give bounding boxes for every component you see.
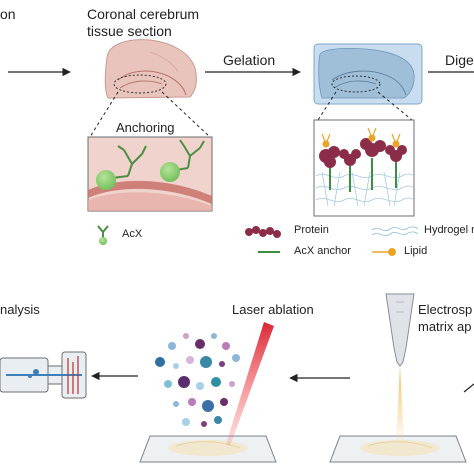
legend-hydrogel-icon [371, 226, 419, 237]
legend-hydrogel-label: Hydrogel netw [424, 224, 474, 236]
laser-ablation-label: Laser ablation [232, 302, 314, 317]
electrospray-needle [385, 293, 415, 367]
anchoring-box [87, 136, 213, 212]
laser-beam [226, 322, 274, 446]
arrow-from-right [463, 383, 474, 393]
mass-spectrometer-icon [0, 351, 87, 399]
gelation-label: Gelation [223, 52, 276, 68]
acx-molecule-right [160, 139, 205, 182]
acx-legend-icon [97, 225, 109, 245]
left-step-label: on [0, 6, 16, 22]
tissue-section-title-line2: tissue section [87, 23, 172, 39]
anchoring-zoom-region [113, 74, 167, 94]
legend-lipid-label: Lipid [404, 245, 428, 257]
legend-lipid-icon [372, 248, 396, 256]
zoom-line-gel-right [377, 91, 413, 121]
laser-ablation-graphic [139, 322, 277, 463]
lipid-cluster [321, 127, 401, 148]
legend-protein-icon [245, 226, 281, 238]
protein-cluster [319, 138, 407, 168]
electrospray-graphic [329, 293, 467, 463]
tissue-section-title-line1: Coronal cerebrum [87, 6, 200, 22]
ablated-particles [155, 333, 240, 427]
tissue-section-graphic [104, 39, 197, 99]
acx-molecule-left [96, 145, 147, 190]
spray-plume [396, 366, 404, 440]
legend-acx-anchor-label: AcX anchor [294, 245, 351, 257]
zoom-line-left [89, 91, 119, 138]
digestion-label: Dige [445, 52, 474, 68]
electrospray-label-line2: matrix ap [418, 319, 472, 334]
analysis-label: nalysis [0, 302, 40, 317]
gel-tissue-graphic [313, 43, 423, 105]
electrospray-label-line1: Electrosp [418, 302, 473, 317]
zoom-line-right [161, 91, 211, 138]
legend-protein-label: Protein [294, 224, 329, 236]
anchoring-label: Anchoring [116, 120, 175, 135]
hydrogel-box [313, 119, 415, 217]
acx-legend-label: AcX [122, 228, 143, 240]
